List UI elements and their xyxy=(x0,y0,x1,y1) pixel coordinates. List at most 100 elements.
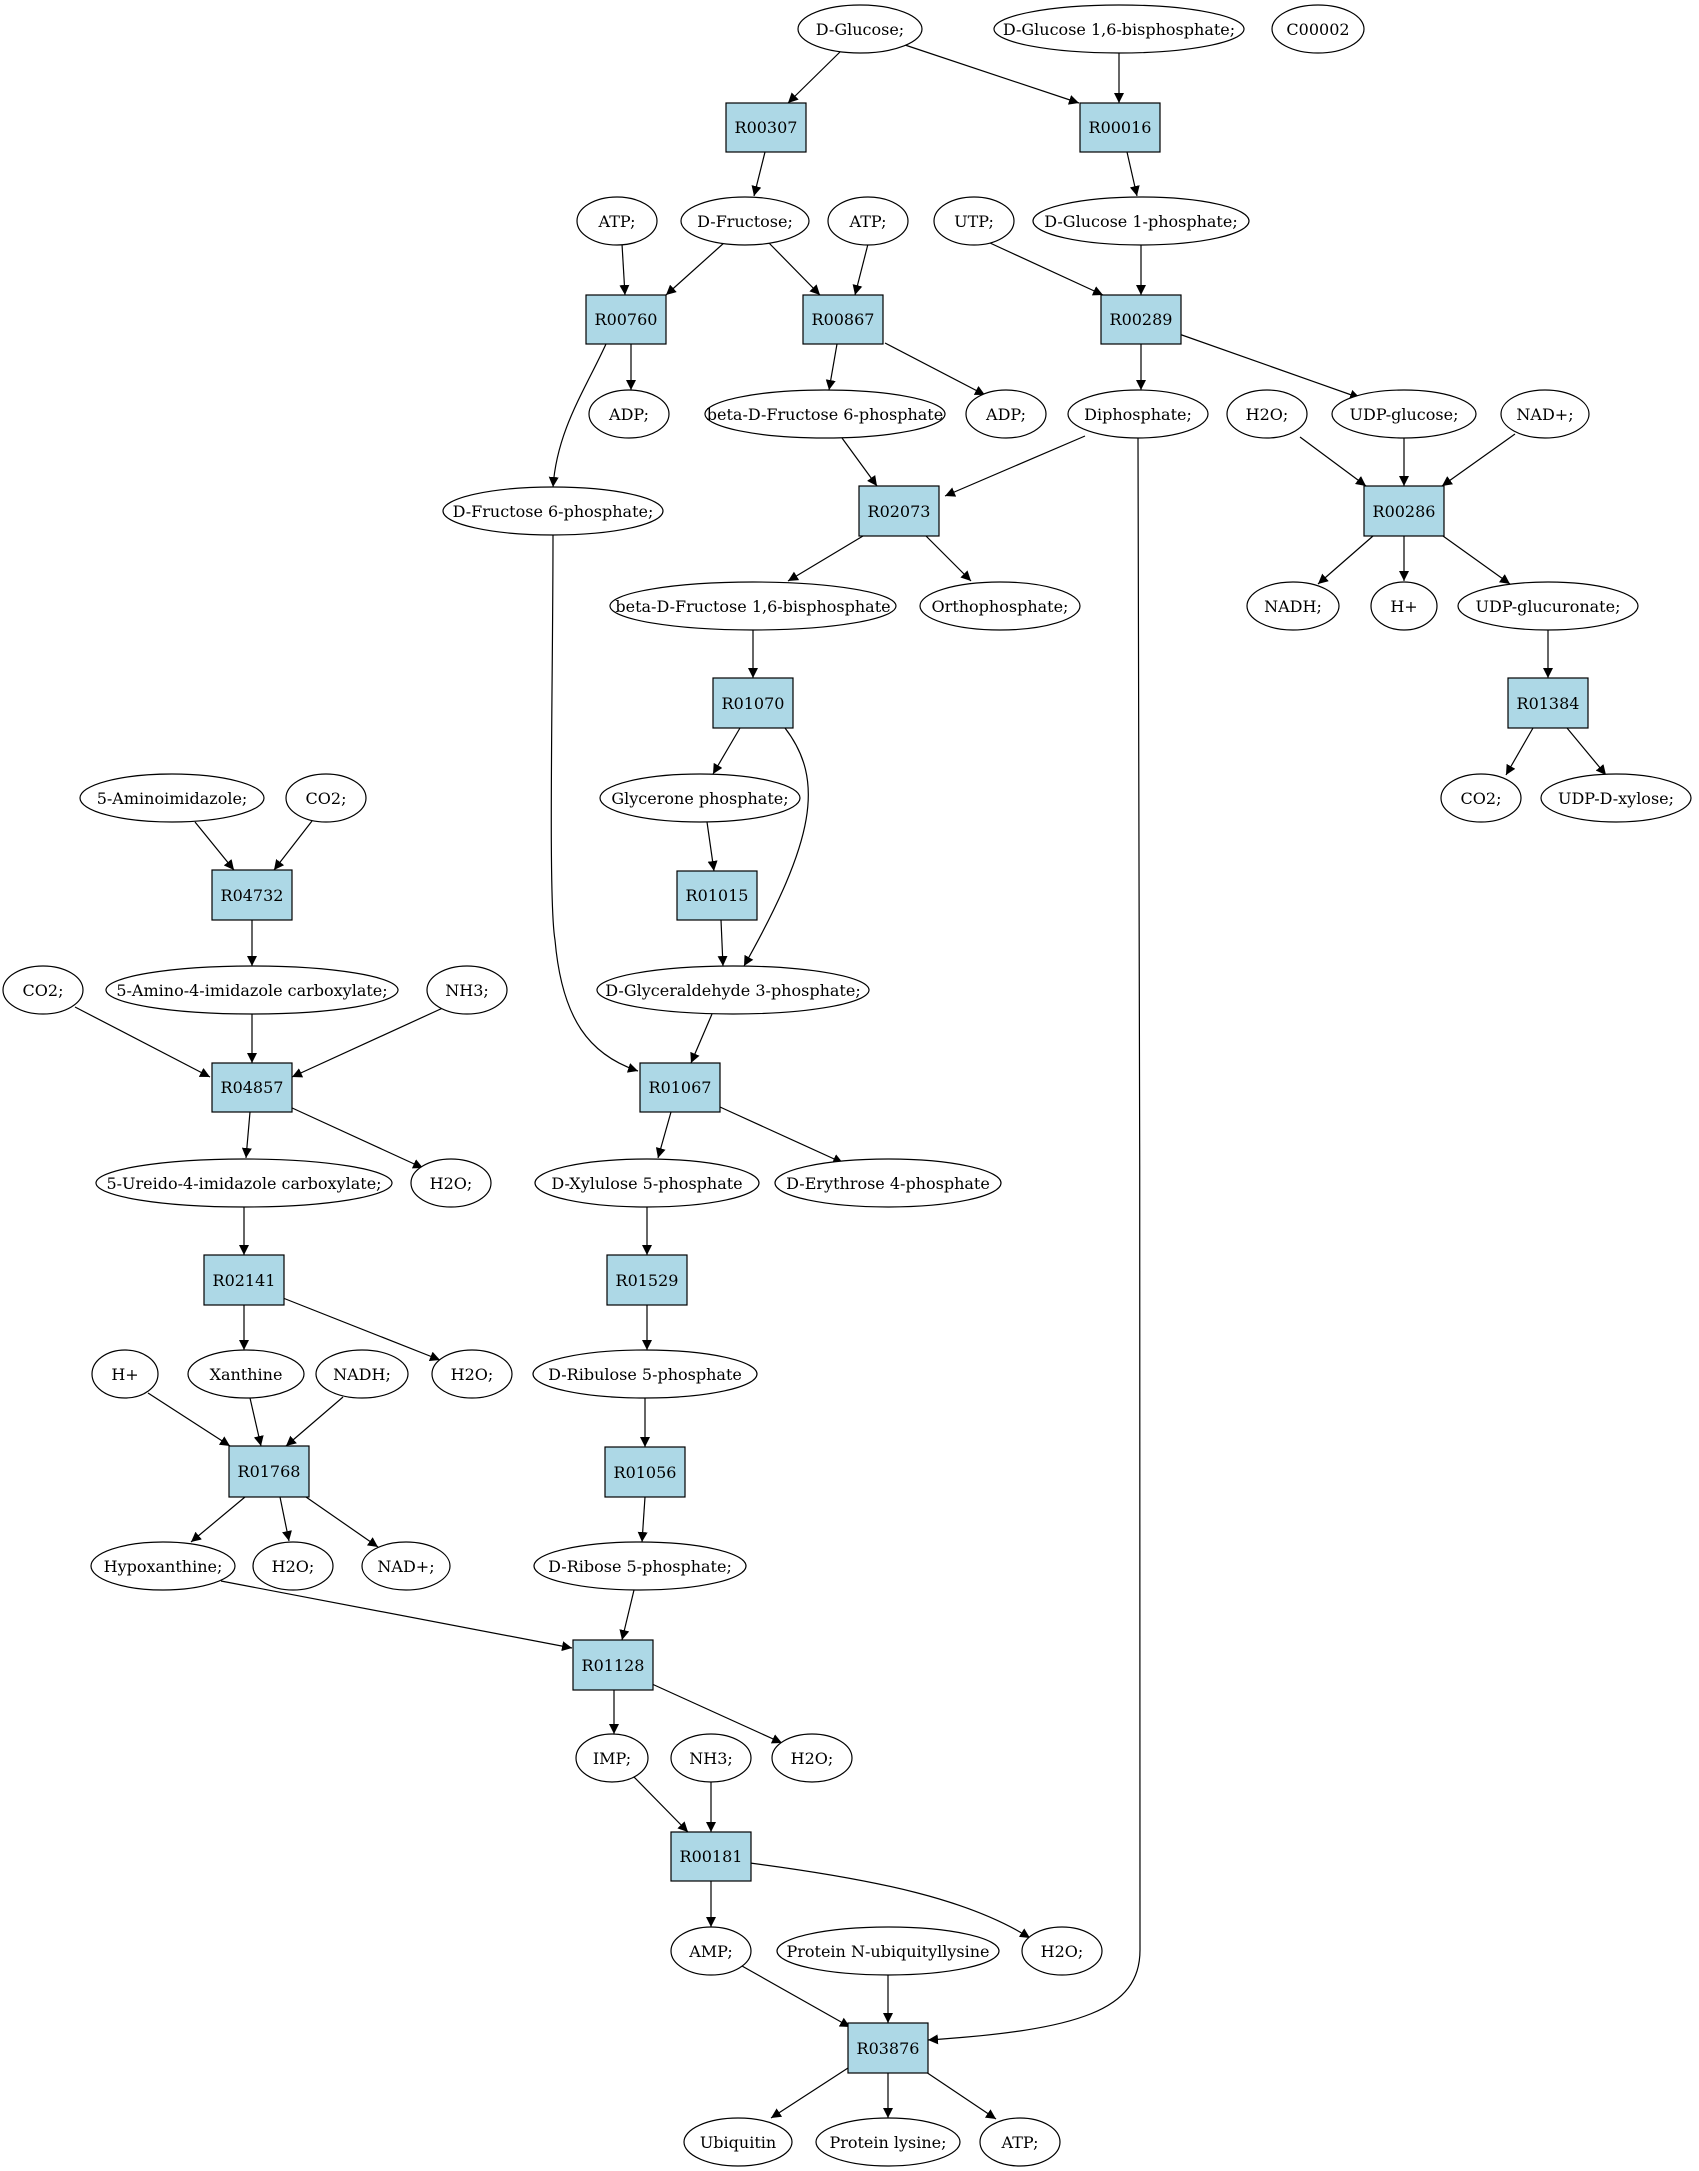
compound-layer: D-Glucose; D-Glucose 1,6-bisphosphate; C… xyxy=(2,4,1692,2167)
reaction-r02073[interactable]: R02073 xyxy=(858,485,940,537)
compound-adp-2[interactable]: ADP; xyxy=(965,389,1047,439)
compound-h2o-6[interactable]: H2O; xyxy=(1021,1926,1103,1976)
compound-protein-n-ubiquityllysine[interactable]: Protein N-ubiquityllysine xyxy=(776,1926,1000,1976)
edge-r00867-adp2 xyxy=(884,342,986,396)
compound-utp[interactable]: UTP; xyxy=(933,196,1015,246)
reaction-r03876[interactable]: R03876 xyxy=(847,2022,929,2074)
compound-5-ureido-4-imidazole-carboxylate[interactable]: 5-Ureido-4-imidazole carboxylate; xyxy=(95,1158,393,1208)
reaction-r01768[interactable]: R01768 xyxy=(228,1445,310,1498)
compound-atp-2[interactable]: ATP; xyxy=(827,196,909,246)
compound-5-amino-4-imidazole-carboxylate[interactable]: 5-Amino-4-imidazole carboxylate; xyxy=(105,965,399,1015)
edge-r01056-ribose xyxy=(637,1496,648,1543)
compound-hypoxanthine[interactable]: Hypoxanthine; xyxy=(90,1541,236,1591)
compound-atp-3[interactable]: ATP; xyxy=(979,2117,1061,2167)
compound-xanthine[interactable]: Xanthine xyxy=(187,1349,305,1399)
compound-beta-d-fructose-6-phosphate[interactable]: beta-D-Fructose 6-phosphate xyxy=(704,389,946,439)
reaction-r01015[interactable]: R01015 xyxy=(676,870,758,921)
reaction-box xyxy=(712,677,794,729)
compound-h2o-4[interactable]: H2O; xyxy=(252,1541,334,1591)
reaction-box xyxy=(676,870,758,921)
compound-h2o-5[interactable]: H2O; xyxy=(771,1733,853,1783)
compound-h-plus-1[interactable]: H+ xyxy=(1370,581,1438,631)
compound-diphosphate[interactable]: Diphosphate; xyxy=(1067,389,1209,439)
compound-h2o-2[interactable]: H2O; xyxy=(410,1158,492,1208)
reaction-r04857[interactable]: R04857 xyxy=(211,1062,293,1113)
compound-nadh-1[interactable]: NADH; xyxy=(1246,581,1340,631)
compound-protein-lysine[interactable]: Protein lysine; xyxy=(815,2117,961,2167)
reaction-r00286[interactable]: R00286 xyxy=(1363,485,1445,537)
compound-d-ribose-5-phosphate[interactable]: D-Ribose 5-phosphate; xyxy=(533,1541,747,1591)
reaction-r01070[interactable]: R01070 xyxy=(712,677,794,729)
reaction-r01067[interactable]: R01067 xyxy=(639,1062,721,1113)
compound-shape xyxy=(2,965,84,1015)
compound-nad-2[interactable]: NAD+; xyxy=(361,1541,451,1591)
reaction-r01128[interactable]: R01128 xyxy=(572,1639,654,1691)
reaction-label: R01056 xyxy=(614,1463,677,1482)
compound-nh3-2[interactable]: NH3; xyxy=(670,1733,752,1783)
compound-shape xyxy=(1457,581,1639,631)
compound-h-plus-2[interactable]: H+ xyxy=(91,1349,159,1399)
compound-shape xyxy=(252,1541,334,1591)
compound-shape xyxy=(596,965,870,1015)
compound-label: H+ xyxy=(1390,597,1417,616)
compound-d-fructose-6-phosphate[interactable]: D-Fructose 6-phosphate; xyxy=(442,486,664,536)
reaction-label: R01015 xyxy=(686,886,749,905)
reaction-r02141[interactable]: R02141 xyxy=(203,1254,285,1306)
compound-d-xylulose-5-phosphate[interactable]: D-Xylulose 5-phosphate xyxy=(534,1158,760,1208)
compound-adp-1[interactable]: ADP; xyxy=(588,389,670,439)
reaction-box xyxy=(847,2022,929,2074)
reaction-r04732[interactable]: R04732 xyxy=(211,869,293,921)
compound-d-erythrose-4-phosphate[interactable]: D-Erythrose 4-phosphate xyxy=(774,1158,1002,1208)
edge-glycerone-r01015 xyxy=(706,821,718,872)
compound-glycerone-phosphate[interactable]: Glycerone phosphate; xyxy=(599,773,801,823)
reaction-r01384[interactable]: R01384 xyxy=(1507,677,1589,729)
reaction-r01529[interactable]: R01529 xyxy=(606,1254,688,1306)
compound-d-glucose-16-bisphosphate[interactable]: D-Glucose 1,6-bisphosphate; xyxy=(993,4,1245,54)
compound-nh3-1[interactable]: NH3; xyxy=(426,965,508,1015)
compound-nadh-2[interactable]: NADH; xyxy=(315,1349,409,1399)
compound-udp-glucuronate[interactable]: UDP-glucuronate; xyxy=(1457,581,1639,631)
compound-d-glyceraldehyde-3-phosphate[interactable]: D-Glyceraldehyde 3-phosphate; xyxy=(596,965,870,1015)
edge-r01768-h2o4 xyxy=(279,1496,292,1542)
compound-h2o-3[interactable]: H2O; xyxy=(431,1349,513,1399)
compound-co2-2[interactable]: CO2; xyxy=(1440,773,1522,823)
compound-5-aminoimidazole[interactable]: 5-Aminoimidazole; xyxy=(79,773,265,823)
compound-d-glucose-1-phosphate[interactable]: D-Glucose 1-phosphate; xyxy=(1032,196,1250,246)
compound-label: CO2; xyxy=(1461,789,1502,808)
compound-udp-glucose[interactable]: UDP-glucose; xyxy=(1331,389,1477,439)
compound-amp[interactable]: AMP; xyxy=(670,1926,752,1976)
reaction-box xyxy=(211,869,293,921)
compound-h2o-1[interactable]: H2O; xyxy=(1226,389,1308,439)
compound-label: D-Fructose; xyxy=(697,212,793,231)
compound-shape xyxy=(919,581,1081,631)
compound-label: IMP; xyxy=(593,1749,631,1768)
reaction-r00307[interactable]: R00307 xyxy=(725,102,807,153)
compound-imp[interactable]: IMP; xyxy=(575,1733,649,1783)
compound-beta-d-fructose-16-bisphosphate[interactable]: beta-D-Fructose 1,6-bisphosphate xyxy=(609,581,897,631)
reaction-r00867[interactable]: R00867 xyxy=(802,294,884,345)
compound-shape xyxy=(1067,389,1209,439)
compound-c00002[interactable]: C00002 xyxy=(1271,4,1365,54)
compound-shape xyxy=(426,965,508,1015)
compound-label: Orthophosphate; xyxy=(932,597,1069,616)
reaction-r00289[interactable]: R00289 xyxy=(1100,294,1182,345)
compound-d-ribulose-5-phosphate[interactable]: D-Ribulose 5-phosphate xyxy=(532,1349,758,1399)
compound-d-fructose[interactable]: D-Fructose; xyxy=(680,196,810,246)
compound-atp-1[interactable]: ATP; xyxy=(576,196,658,246)
compound-udp-d-xylose[interactable]: UDP-D-xylose; xyxy=(1540,773,1692,823)
compound-co2-3[interactable]: CO2; xyxy=(2,965,84,1015)
compound-d-glucose[interactable]: D-Glucose; xyxy=(797,4,923,54)
compound-shape xyxy=(1032,196,1250,246)
compound-label: ATP; xyxy=(1001,2133,1039,2152)
compound-co2-1[interactable]: CO2; xyxy=(285,773,367,823)
reaction-r00760[interactable]: R00760 xyxy=(585,294,667,345)
reaction-r01056[interactable]: R01056 xyxy=(604,1446,686,1498)
reaction-r00016[interactable]: R00016 xyxy=(1079,102,1161,153)
compound-nad-1[interactable]: NAD+; xyxy=(1500,389,1590,439)
compound-ubiquitin[interactable]: Ubiquitin xyxy=(683,2117,793,2167)
reaction-r00181[interactable]: R00181 xyxy=(670,1831,752,1882)
compound-shape xyxy=(670,1733,752,1783)
edge-h2-r01768 xyxy=(147,1392,231,1447)
compound-orthophosphate[interactable]: Orthophosphate; xyxy=(919,581,1081,631)
compound-shape xyxy=(599,773,801,823)
